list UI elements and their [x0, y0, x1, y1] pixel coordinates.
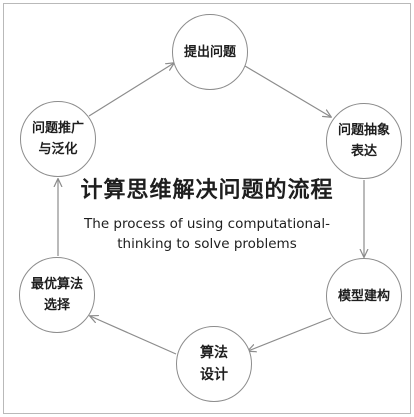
- node-optimal-algorithm-label: 最优算法 选择: [30, 277, 83, 313]
- node-problem-abstraction: 问题抽象 表达: [326, 103, 402, 179]
- title-chinese: 计算思维解决问题的流程: [80, 177, 334, 203]
- node-algorithm-design-label: 算法 设计: [200, 345, 228, 383]
- arrow-bottom-to-left2: [90, 316, 177, 355]
- title-english-line-2: thinking to solve problems: [117, 236, 297, 252]
- node-generalization: 问题推广 与泛化: [20, 101, 96, 177]
- node-model-construction-label: 模型建构: [337, 288, 390, 304]
- node-algorithm-design: 算法 设计: [176, 326, 252, 402]
- arrow-left1-to-top: [88, 63, 174, 117]
- node-propose-problem: 提出问题: [172, 14, 248, 90]
- node-generalization-label: 问题推广 与泛化: [31, 121, 84, 157]
- title-english-line-1: The process of using computational-: [84, 216, 330, 232]
- node-problem-abstraction-label: 问题抽象 表达: [337, 123, 390, 159]
- arrow-top-to-right1: [244, 65, 331, 117]
- node-optimal-algorithm: 最优算法 选择: [19, 257, 95, 333]
- arrow-right2-to-bottom: [248, 317, 332, 351]
- node-propose-problem-label: 提出问题: [183, 44, 236, 60]
- node-model-construction: 模型建构: [326, 258, 402, 334]
- title-english: The process of using computational- thin…: [0, 214, 414, 254]
